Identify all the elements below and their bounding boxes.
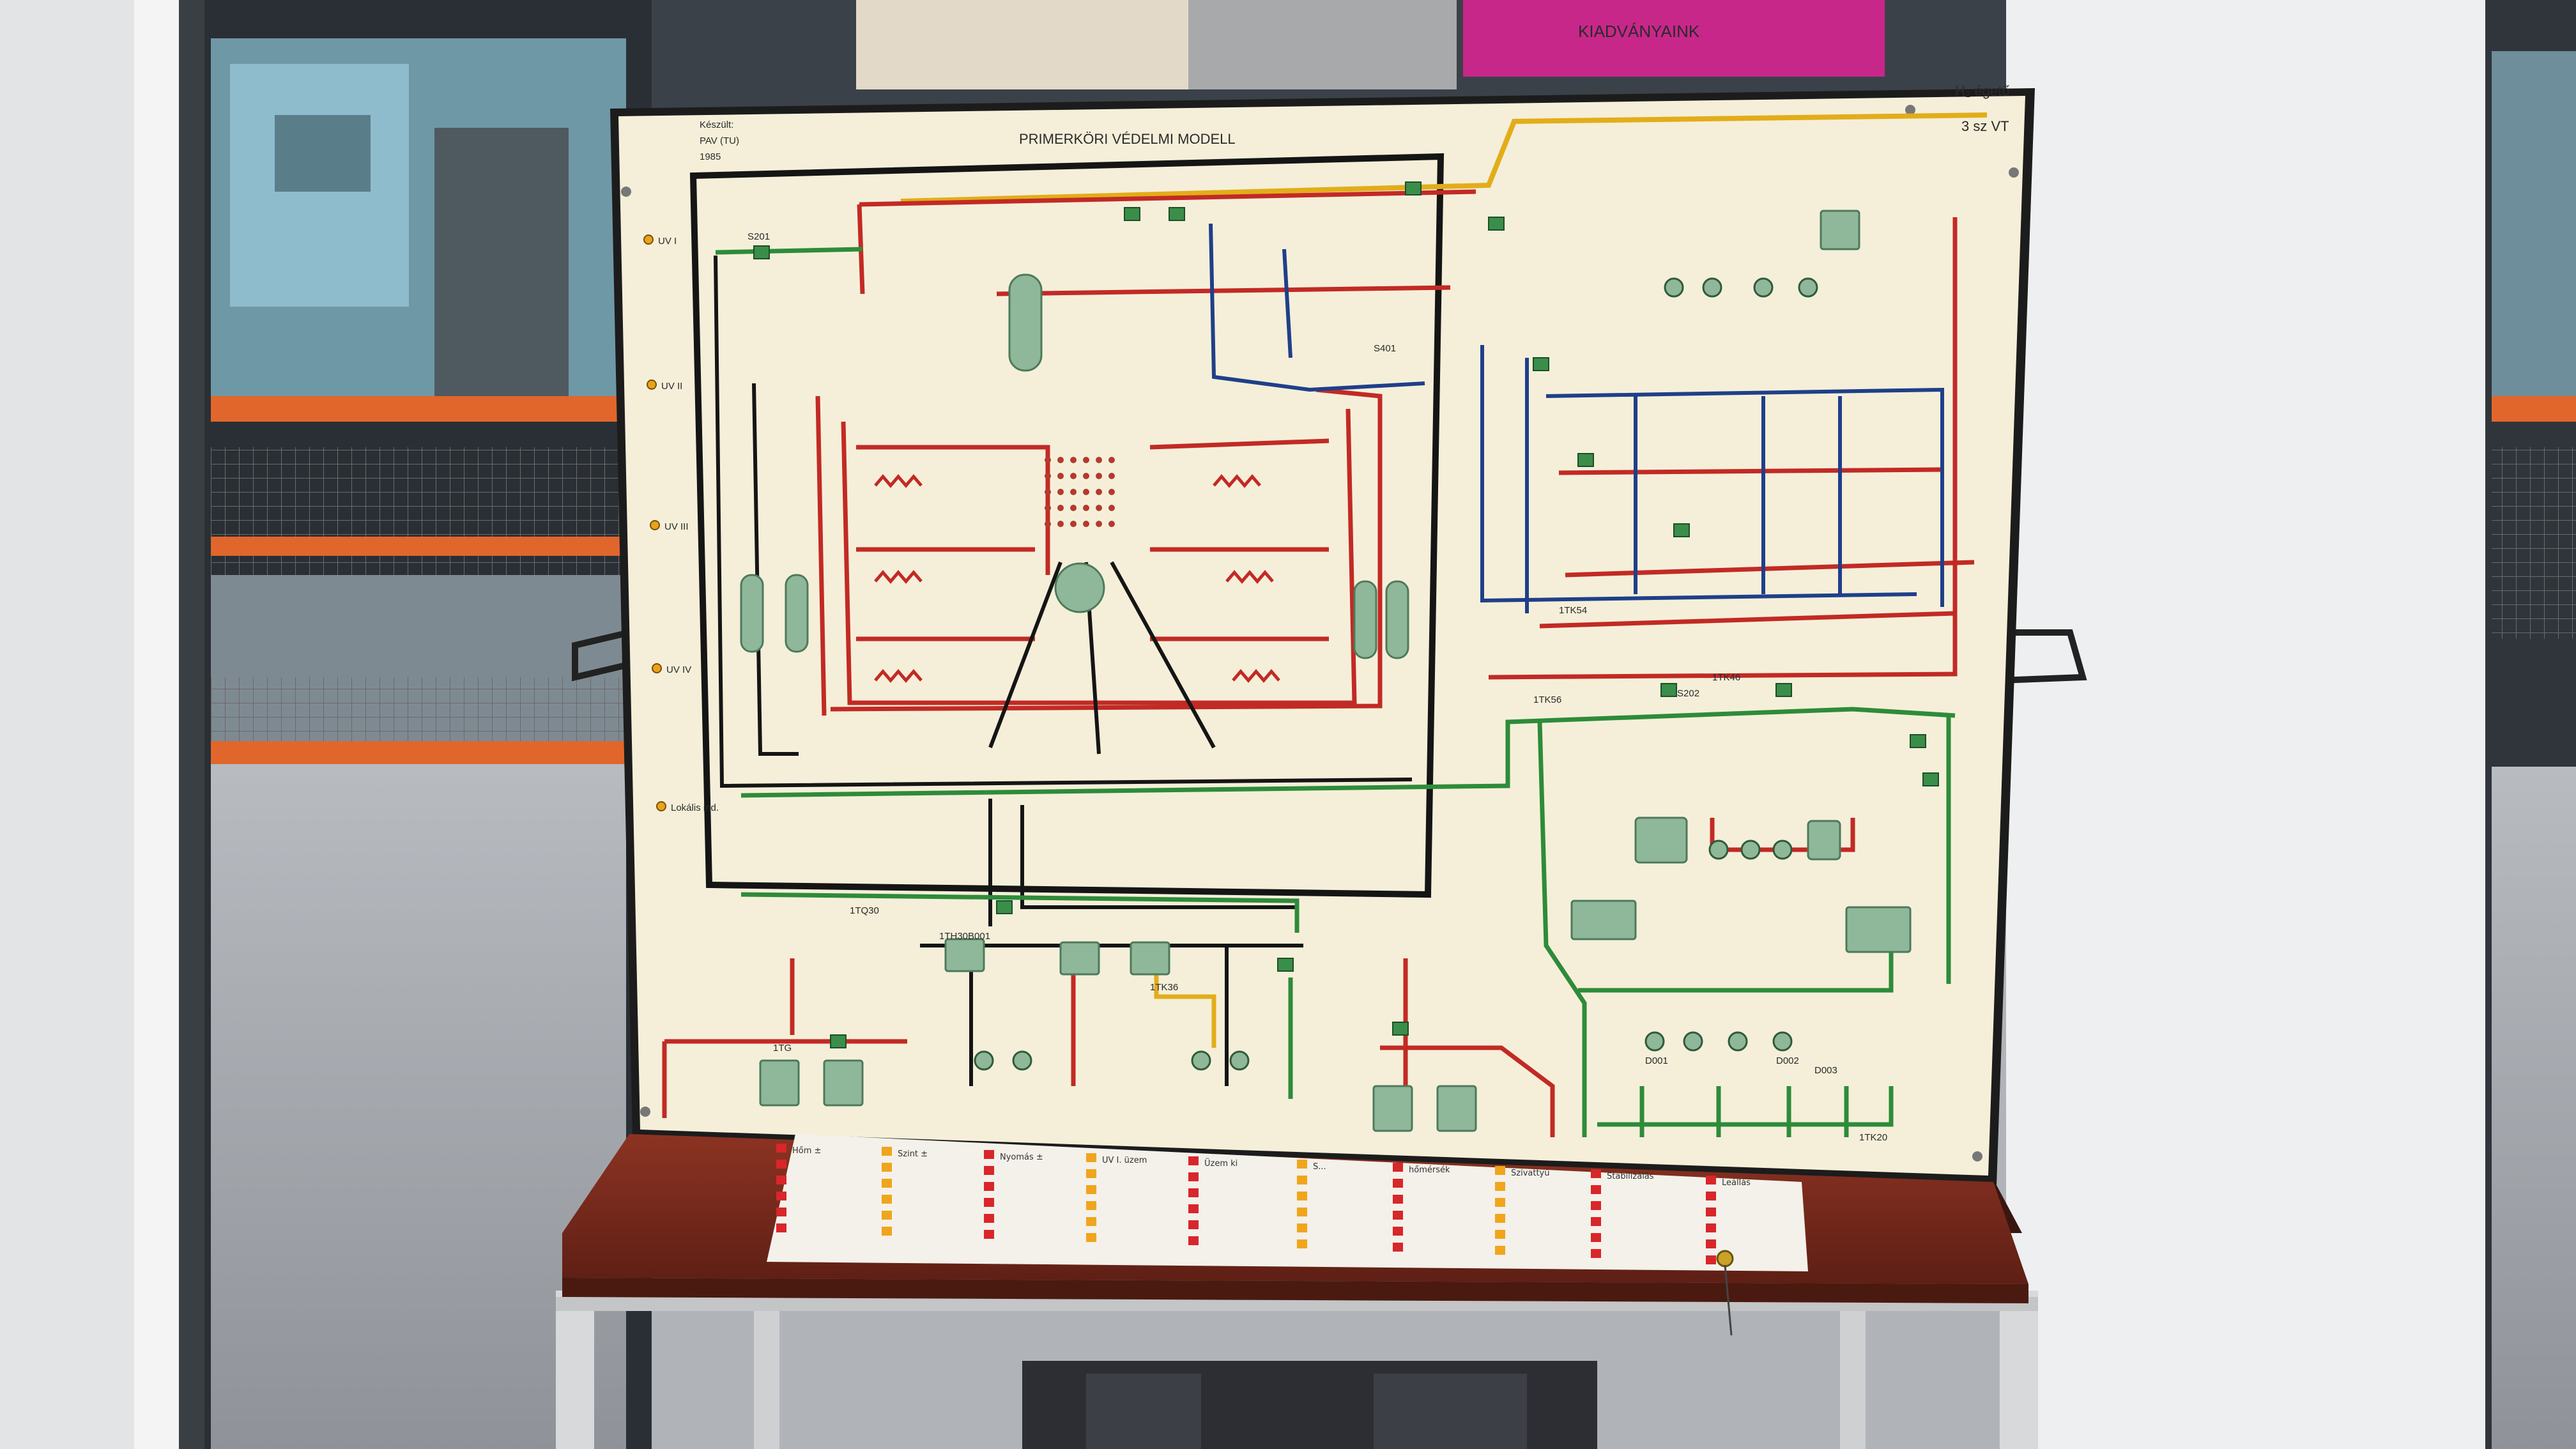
tag-s401: S401	[1374, 343, 1396, 354]
key-label-3: Nyomás ±	[1000, 1153, 1043, 1162]
maker-line-1: Készült:	[700, 119, 733, 130]
tag-d003: D003	[1814, 1065, 1837, 1076]
indicator-label-1: UV I	[658, 236, 677, 247]
tag-d001: D001	[1645, 1055, 1668, 1066]
tag-1tk20: 1TK20	[1859, 1132, 1887, 1143]
indicator-label-2: UV II	[661, 381, 682, 392]
indicator-label-3: UV III	[664, 521, 689, 532]
key-buttons[interactable]	[776, 1144, 1716, 1264]
key-label-4: UV I. üzem	[1102, 1156, 1147, 1165]
key-label-10: Leállás	[1722, 1178, 1751, 1188]
indicator-lamp-column	[643, 234, 666, 811]
tag-d002: D002	[1776, 1055, 1799, 1066]
key-label-5: Üzem ki	[1204, 1158, 1238, 1169]
tag-1tk54: 1TK54	[1559, 605, 1587, 616]
tag-s202: S202	[1677, 688, 1699, 699]
indicator-label-4: UV IV	[666, 664, 691, 675]
tag-1tk36: 1TK36	[1150, 982, 1178, 993]
key-label-8: Szivattyú	[1511, 1169, 1549, 1178]
indicator-label-5: Lokális ind.	[671, 802, 719, 813]
key-label-1: Hőm ±	[792, 1146, 821, 1156]
vt-label: 3 sz VT	[1961, 118, 2009, 134]
signage-text: KIADVÁNYAINK	[1578, 22, 1700, 41]
key-label-9: Stabilizálás	[1607, 1172, 1654, 1181]
key-label-2: Szint ±	[898, 1149, 928, 1159]
key-switch[interactable]	[1716, 1250, 1734, 1268]
key-console: Hőm ± Szint ± Nyomás ± UV I. üzem Üzem k…	[562, 1134, 2028, 1336]
hydrogen-burner-label: H₂ égető	[1955, 83, 2010, 99]
maker-line-2: PAV (TU)	[700, 135, 739, 146]
key-label-6: S...	[1313, 1162, 1326, 1172]
tag-s201: S201	[747, 231, 770, 242]
tag-1th30b001: 1TH30B001	[939, 931, 990, 942]
panel-title: PRIMERKÖRI VÉDELMI MODELL	[1019, 131, 1236, 147]
tag-1tk46: 1TK46	[1712, 672, 1740, 683]
tag-1tk56: 1TK56	[1533, 694, 1561, 705]
maker-line-3: 1985	[700, 151, 721, 162]
mimic-panel: UV I UV II UV III UV IV Lokális ind. PRI…	[610, 83, 2035, 1185]
tag-1tq30: 1TQ30	[850, 905, 879, 916]
key-label-7: hőmérsék	[1409, 1165, 1450, 1175]
tag-1tg: 1TG	[773, 1043, 792, 1054]
